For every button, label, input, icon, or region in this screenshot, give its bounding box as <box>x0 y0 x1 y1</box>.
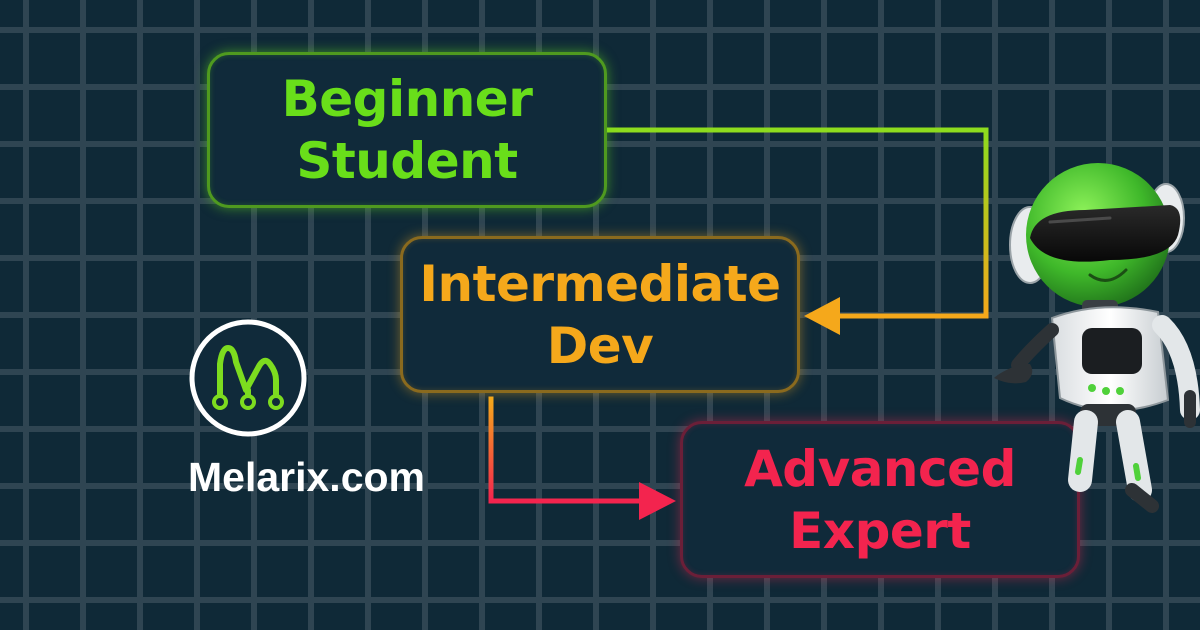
node-intermediate-dev: Intermediate Dev <box>400 236 800 393</box>
arrowhead-left-icon <box>804 297 840 335</box>
arrowhead-right-icon <box>639 482 676 520</box>
node-subtitle: Expert <box>789 501 971 560</box>
connector-line <box>488 396 643 504</box>
connector-intermediate-to-advanced <box>488 396 676 520</box>
node-title: Beginner <box>281 70 533 128</box>
node-advanced-expert: Advanced Expert <box>680 421 1080 578</box>
melarix-logo-icon <box>189 319 307 437</box>
node-subtitle: Dev <box>546 316 654 375</box>
connector-line <box>606 127 989 319</box>
node-title: Intermediate <box>419 254 781 313</box>
node-subtitle: Student <box>296 132 518 190</box>
brand-name: Melarix.com <box>188 454 425 500</box>
connector-beginner-to-intermediate <box>606 127 989 335</box>
node-title: Advanced <box>744 439 1016 498</box>
robot-mascot-icon <box>994 163 1200 513</box>
node-beginner-student: Beginner Student <box>207 52 607 208</box>
